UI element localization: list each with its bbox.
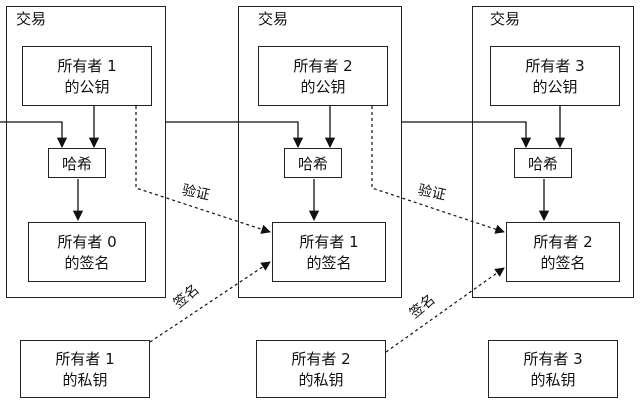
hash-label: 哈希 bbox=[61, 154, 92, 173]
signature-line1: 所有者 2 bbox=[533, 233, 593, 251]
verify-dashed-arrow bbox=[371, 106, 505, 234]
private-key-line1: 所有者 1 bbox=[55, 350, 115, 368]
hash-label: 哈希 bbox=[527, 154, 558, 173]
sign-dashed-arrow bbox=[385, 267, 505, 353]
verify-dashed-arrow bbox=[135, 106, 271, 234]
owner-pubkey-line2: 的公钥 bbox=[64, 78, 110, 96]
signature-box: 所有者 2 的签名 bbox=[506, 222, 620, 282]
signature-line2: 的签名 bbox=[306, 254, 352, 272]
private-key-line1: 所有者 3 bbox=[523, 350, 583, 368]
hash-label: 哈希 bbox=[297, 154, 328, 173]
owner-pubkey-line1: 所有者 2 bbox=[293, 57, 353, 75]
transaction-block bbox=[6, 6, 166, 298]
transaction-block bbox=[472, 6, 634, 298]
hash-box: 哈希 bbox=[284, 148, 342, 178]
transaction-label: 交易 bbox=[16, 10, 47, 28]
signature-line2: 的签名 bbox=[64, 254, 110, 272]
owner-pubkey-box: 所有者 2 的公钥 bbox=[258, 46, 388, 106]
prev-tx-input-line bbox=[0, 121, 68, 149]
private-key-line1: 所有者 2 bbox=[291, 350, 351, 368]
private-key-line2: 的私钥 bbox=[530, 371, 576, 389]
hash-box: 哈希 bbox=[48, 148, 106, 178]
sign-dashed-arrow bbox=[149, 261, 271, 343]
tx1-to-tx2-hash-line bbox=[166, 121, 304, 149]
signature-box: 所有者 1 的签名 bbox=[272, 222, 386, 282]
private-key-box: 所有者 1 的私钥 bbox=[20, 340, 150, 398]
owner-pubkey-line1: 所有者 3 bbox=[525, 57, 585, 75]
private-key-box: 所有者 3 的私钥 bbox=[488, 340, 618, 398]
owner-pubkey-box: 所有者 1 的公钥 bbox=[22, 46, 152, 106]
hash-box: 哈希 bbox=[514, 148, 572, 178]
owner-pubkey-box: 所有者 3 的公钥 bbox=[490, 46, 620, 106]
tx2-to-tx3-hash-line bbox=[402, 121, 532, 149]
signature-box: 所有者 0 的签名 bbox=[28, 222, 146, 282]
private-key-box: 所有者 2 的私钥 bbox=[256, 340, 386, 398]
owner-pubkey-line2: 的公钥 bbox=[532, 78, 578, 96]
signature-line1: 所有者 1 bbox=[299, 233, 359, 251]
signature-line1: 所有者 0 bbox=[57, 233, 117, 251]
owner-pubkey-line2: 的公钥 bbox=[300, 78, 346, 96]
transaction-label: 交易 bbox=[490, 10, 521, 28]
signature-line2: 的签名 bbox=[540, 254, 586, 272]
transaction-block bbox=[238, 6, 402, 298]
owner-pubkey-line1: 所有者 1 bbox=[57, 57, 117, 75]
transaction-label: 交易 bbox=[258, 10, 289, 28]
private-key-line2: 的私钥 bbox=[62, 371, 108, 389]
private-key-line2: 的私钥 bbox=[298, 371, 344, 389]
